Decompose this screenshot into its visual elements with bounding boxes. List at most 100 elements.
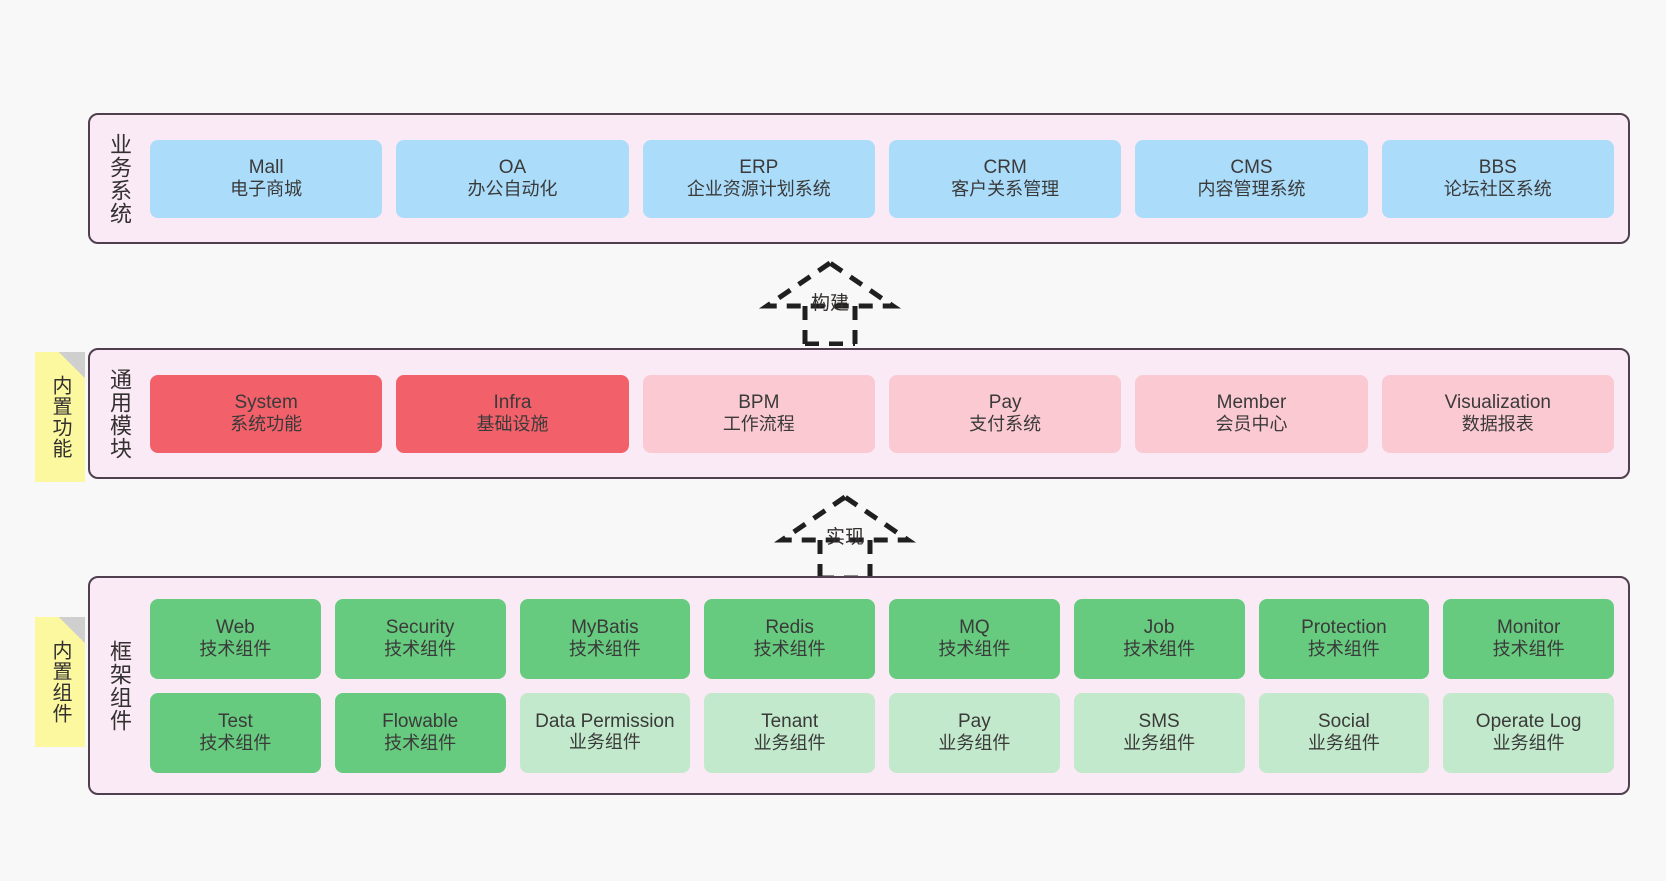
component-protection-en: Protection	[1301, 616, 1387, 638]
connector-implement-label: 实现	[825, 527, 865, 548]
component-flowable-cn: 技术组件	[384, 733, 457, 754]
layer-framework-component-body: Web 技术组件 Security 技术组件 MyBatis 技术组件 Redi…	[142, 578, 1628, 793]
module-erp-cn: 企业资源计划系统	[686, 179, 831, 200]
component-web[interactable]: Web 技术组件	[150, 598, 321, 679]
module-bbs[interactable]: BBS 论坛社区系统	[1381, 139, 1614, 218]
module-member[interactable]: Member 会员中心	[1135, 374, 1368, 453]
module-system-en: System	[234, 391, 298, 413]
component-mq[interactable]: MQ 技术组件	[889, 598, 1060, 679]
module-pay-en: Pay	[988, 391, 1022, 413]
module-bpm[interactable]: BPM 工作流程	[642, 374, 875, 453]
component-pay-cn: 业务组件	[938, 733, 1011, 754]
module-visualization[interactable]: Visualization 数据报表	[1381, 374, 1614, 453]
component-social[interactable]: Social 业务组件	[1258, 692, 1430, 773]
component-flowable[interactable]: Flowable 技术组件	[334, 692, 506, 773]
sticky-note-builtin-component: 内置组件	[35, 617, 85, 747]
component-monitor[interactable]: Monitor 技术组件	[1443, 598, 1614, 679]
layer-framework-component[interactable]: 框架组件 Web 技术组件 Security 技术组件 MyBatis 技术组件…	[88, 576, 1630, 795]
module-oa-en: OA	[498, 156, 527, 178]
component-mq-en: MQ	[959, 616, 990, 638]
component-operate-log-en: Operate Log	[1475, 710, 1582, 732]
module-member-cn: 会员中心	[1215, 414, 1288, 435]
connector-implement: 实现	[770, 492, 920, 580]
layer-framework-component-row-business: Test 技术组件 Flowable 技术组件 Data Permission …	[150, 692, 1614, 773]
module-visualization-cn: 数据报表	[1461, 414, 1534, 435]
layer-common-module[interactable]: 通用模块 System 系统功能 Infra 基础设施 BPM 工作流程 Pay…	[88, 348, 1630, 479]
module-member-en: Member	[1216, 391, 1287, 413]
module-infra[interactable]: Infra 基础设施	[396, 374, 629, 453]
module-infra-en: Infra	[493, 391, 532, 413]
component-protection-cn: 技术组件	[1307, 639, 1380, 660]
component-web-en: Web	[216, 616, 255, 638]
component-protection[interactable]: Protection 技术组件	[1258, 598, 1430, 679]
layer-framework-component-row-tech: Web 技术组件 Security 技术组件 MyBatis 技术组件 Redi…	[150, 598, 1614, 679]
module-pay[interactable]: Pay 支付系统	[888, 374, 1122, 453]
connector-build: 构建	[755, 258, 905, 346]
component-pay[interactable]: Pay 业务组件	[889, 692, 1060, 773]
sticky-note-builtin-function: 内置功能	[35, 352, 85, 482]
module-crm-cn: 客户关系管理	[951, 179, 1060, 200]
module-mall[interactable]: Mall 电子商城	[150, 139, 383, 218]
component-job[interactable]: Job 技术组件	[1073, 598, 1245, 679]
module-oa-cn: 办公自动化	[467, 179, 558, 200]
generalization-arrowhead-icon	[773, 493, 917, 543]
component-redis-en: Redis	[765, 616, 814, 638]
module-system-cn: 系统功能	[230, 414, 303, 435]
component-sms-en: SMS	[1138, 710, 1180, 732]
module-system[interactable]: System 系统功能	[150, 374, 383, 453]
component-data-permission-cn: 业务组件	[568, 732, 641, 753]
module-pay-cn: 支付系统	[969, 414, 1042, 435]
component-monitor-en: Monitor	[1496, 616, 1561, 638]
layer-business-system[interactable]: 业务系统 Mall 电子商城 OA 办公自动化 ERP 企业资源计划系统 CRM…	[88, 113, 1630, 244]
component-sms-cn: 业务组件	[1123, 733, 1196, 754]
layer-business-system-row: Mall 电子商城 OA 办公自动化 ERP 企业资源计划系统 CRM 客户关系…	[150, 139, 1614, 218]
component-social-cn: 业务组件	[1307, 733, 1380, 754]
module-crm[interactable]: CRM 客户关系管理	[888, 139, 1122, 218]
layer-business-system-body: Mall 电子商城 OA 办公自动化 ERP 企业资源计划系统 CRM 客户关系…	[142, 115, 1628, 242]
module-bpm-cn: 工作流程	[722, 414, 795, 435]
component-redis[interactable]: Redis 技术组件	[704, 598, 875, 679]
component-data-permission[interactable]: Data Permission 业务组件	[519, 692, 691, 773]
component-social-en: Social	[1318, 710, 1370, 732]
module-erp-en: ERP	[739, 156, 779, 178]
component-mq-cn: 技术组件	[938, 639, 1011, 660]
module-crm-en: CRM	[983, 156, 1027, 178]
component-operate-log-cn: 业务组件	[1492, 733, 1565, 754]
component-operate-log[interactable]: Operate Log 业务组件	[1443, 692, 1614, 773]
component-web-cn: 技术组件	[199, 639, 272, 660]
module-cms[interactable]: CMS 内容管理系统	[1135, 139, 1368, 218]
component-security[interactable]: Security 技术组件	[334, 598, 506, 679]
component-sms[interactable]: SMS 业务组件	[1073, 692, 1245, 773]
component-monitor-cn: 技术组件	[1492, 639, 1565, 660]
component-flowable-en: Flowable	[382, 710, 459, 732]
component-pay-en: Pay	[958, 710, 991, 732]
component-test[interactable]: Test 技术组件	[150, 692, 321, 773]
component-data-permission-en: Data Permission	[535, 710, 675, 732]
component-job-en: Job	[1143, 616, 1175, 638]
module-cms-cn: 内容管理系统	[1197, 179, 1306, 200]
module-oa[interactable]: OA 办公自动化	[396, 139, 629, 218]
component-test-en: Test	[217, 710, 253, 732]
component-redis-cn: 技术组件	[753, 639, 826, 660]
generalization-arrowhead-icon	[758, 259, 902, 309]
module-infra-cn: 基础设施	[476, 414, 549, 435]
module-mall-cn: 电子商城	[230, 179, 303, 200]
module-visualization-en: Visualization	[1444, 391, 1551, 413]
module-bpm-en: BPM	[738, 391, 780, 413]
component-tenant-cn: 业务组件	[753, 733, 826, 754]
sticky-note-builtin-function-label: 内置功能	[49, 375, 71, 459]
layer-common-module-body: System 系统功能 Infra 基础设施 BPM 工作流程 Pay 支付系统…	[142, 350, 1628, 477]
component-mybatis-cn: 技术组件	[568, 639, 641, 660]
module-cms-en: CMS	[1230, 156, 1273, 178]
generalization-stem-icon	[802, 306, 858, 346]
component-mybatis[interactable]: MyBatis 技术组件	[519, 598, 691, 679]
component-tenant[interactable]: Tenant 业务组件	[704, 692, 875, 773]
component-tenant-en: Tenant	[761, 710, 819, 732]
component-test-cn: 技术组件	[199, 733, 272, 754]
module-bbs-cn: 论坛社区系统	[1443, 179, 1552, 200]
module-bbs-en: BBS	[1478, 156, 1517, 178]
module-erp[interactable]: ERP 企业资源计划系统	[642, 139, 875, 218]
component-mybatis-en: MyBatis	[571, 616, 639, 638]
module-mall-en: Mall	[248, 156, 284, 178]
